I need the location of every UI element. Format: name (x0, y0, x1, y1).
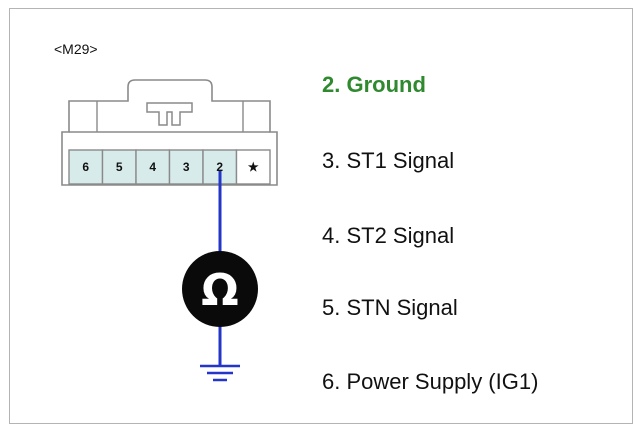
pin-description-item: 5. STN Signal (322, 295, 458, 320)
connector-pin-row (68, 149, 271, 185)
pin-cavity-5 (101, 149, 137, 185)
pin-number: 2 (216, 160, 224, 174)
pin-cavity-6 (68, 149, 104, 185)
ground-icon (200, 364, 240, 382)
connector-label: <M29> (54, 41, 98, 57)
pin-number: ★ (247, 160, 259, 174)
ohm-symbol: Ω (201, 265, 238, 316)
pin-number: 4 (149, 160, 157, 174)
pin-description-item: 6. Power Supply (IG1) (322, 369, 539, 394)
connector-key-icon (146, 102, 193, 126)
pin-description-item: 3. ST1 Signal (322, 148, 455, 173)
pin-description-item: 2. Ground (322, 72, 426, 97)
pin-description-item: 4. ST2 Signal (322, 223, 455, 248)
ohmmeter-icon (182, 251, 258, 327)
diagram-frame (9, 8, 633, 424)
pin-number: 6 (82, 160, 90, 174)
pin-number: 3 (182, 160, 190, 174)
pin-cavity-blank (235, 149, 271, 185)
pin-number: 5 (115, 160, 123, 174)
